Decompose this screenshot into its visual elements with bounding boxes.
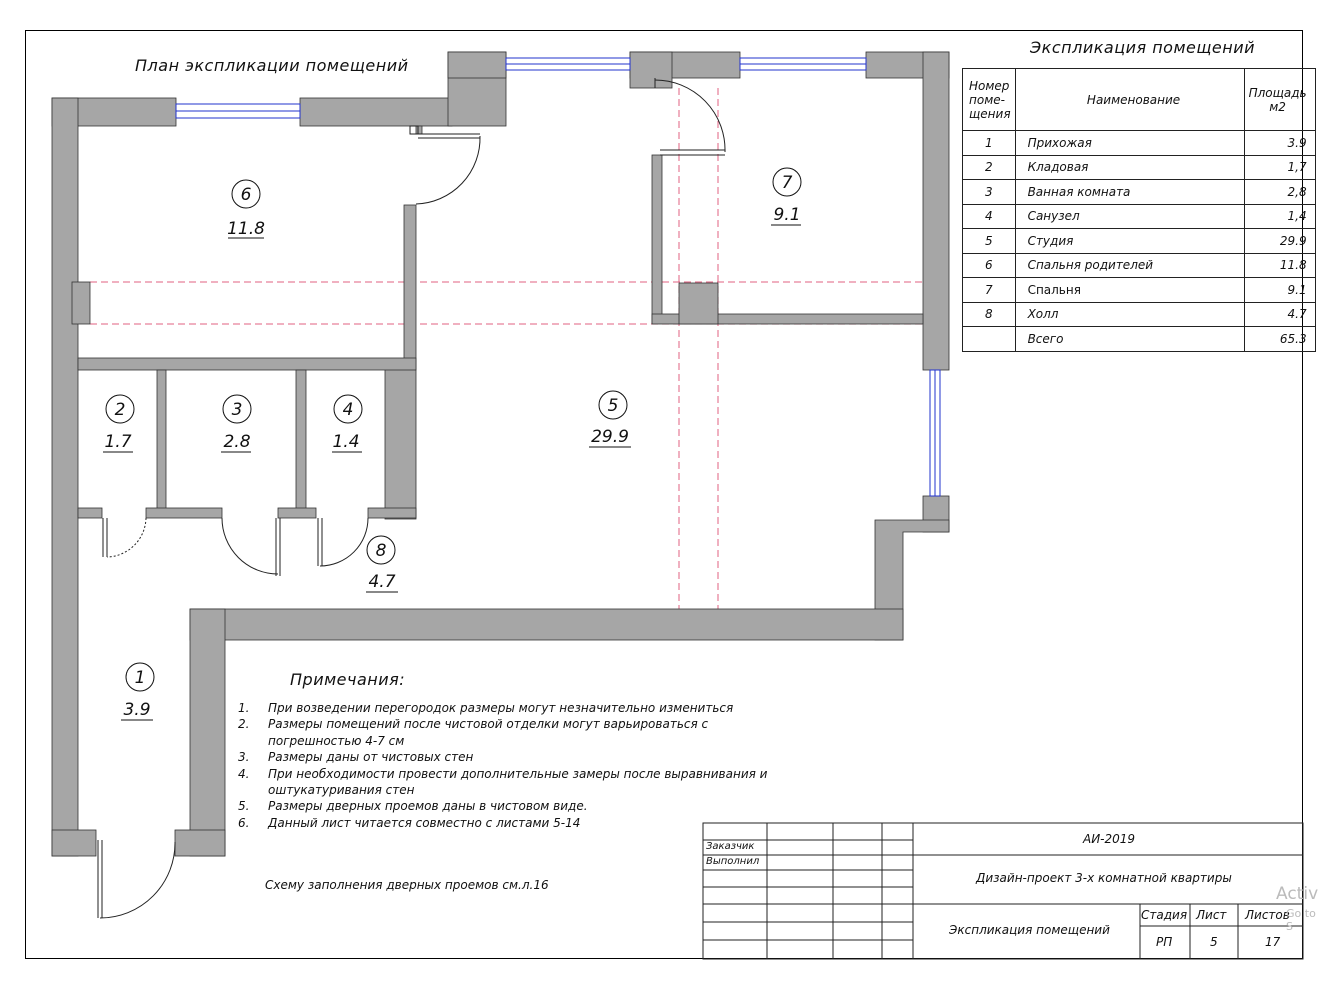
- windows: [175, 57, 941, 497]
- note-item: 1.При возведении перегородок размеры мог…: [238, 701, 734, 715]
- room-4-area: 1.4: [332, 432, 359, 452]
- notes-title: Примечания:: [290, 670, 406, 689]
- room-3-number: 3: [232, 400, 243, 420]
- room-6-number: 6: [241, 185, 252, 205]
- executor-label: Выполнил: [706, 856, 760, 867]
- notes-list: 1.При возведении перегородок размеры мог…: [238, 700, 778, 831]
- sheet-value: 5: [1210, 935, 1218, 949]
- sheet-label: Лист: [1196, 908, 1227, 922]
- room-7-area: 9.1: [773, 205, 800, 225]
- customer-label: Заказчик: [706, 841, 755, 852]
- header-area: Площадь м2: [1243, 68, 1316, 131]
- stage-value: РП: [1156, 935, 1173, 949]
- note-item: 2.Размеры помещений после чистовой отдел…: [238, 717, 709, 748]
- project-name: Дизайн-проект 3-х комнатной квартиры: [976, 871, 1232, 885]
- activation-watermark-sub: Go to S: [1286, 907, 1316, 933]
- header-room-number: Номер поме- щения: [962, 68, 1016, 131]
- room-1-area: 3.9: [123, 700, 150, 720]
- doors-scheme-note: Схему заполнения дверных проемов см.л.16: [265, 878, 549, 892]
- project-code: АИ-2019: [1083, 832, 1136, 846]
- activation-watermark: Activ: [1276, 884, 1319, 904]
- room-3-area: 2.8: [223, 432, 250, 452]
- plan-title: План экспликации помещений: [135, 56, 409, 75]
- room-markers: [103, 167, 802, 721]
- drawing-sheet-frame: [25, 30, 1303, 959]
- room-4-number: 4: [343, 400, 354, 420]
- sheets-label: Листов: [1245, 908, 1290, 922]
- room-8-number: 8: [376, 541, 387, 561]
- explication-title: Экспликация помещений: [1030, 38, 1256, 57]
- room-1-number: 1: [135, 668, 146, 688]
- room-7-number: 7: [782, 173, 793, 193]
- room-8-area: 4.7: [368, 572, 395, 592]
- doors: [97, 78, 726, 919]
- room-2-area: 1.7: [104, 432, 131, 452]
- note-item: 4.При необходимости провести дополнитель…: [238, 766, 768, 798]
- note-item: 3.Размеры даны от чистовых стен: [238, 750, 474, 765]
- axis-lines: [90, 88, 922, 609]
- sheets-value: 17: [1265, 935, 1281, 949]
- room-5-area: 29.9: [591, 427, 629, 447]
- note-item: 5.Размеры дверных проемов даны в чистово…: [238, 799, 588, 814]
- room-5-number: 5: [608, 396, 619, 416]
- stage-label: Стадия: [1141, 908, 1188, 922]
- title-block-grid: [702, 822, 1304, 960]
- walls: [51, 51, 950, 857]
- room-2-number: 2: [115, 400, 126, 420]
- table-header-row: Номер поме- щения Наименование Площадь м…: [962, 68, 1316, 131]
- note-item: 6.Данный лист читается совместно с листа…: [238, 815, 581, 830]
- sheet-name: Экспликация помещений: [949, 923, 1110, 937]
- header-name: Наименование: [1014, 68, 1245, 131]
- title-block: Заказчик Выполнил АИ-2019 Дизайн-проект …: [703, 823, 1303, 959]
- explication-table: Номер поме- щения Наименование Площадь м…: [962, 68, 1316, 352]
- room-6-area: 11.8: [227, 219, 265, 239]
